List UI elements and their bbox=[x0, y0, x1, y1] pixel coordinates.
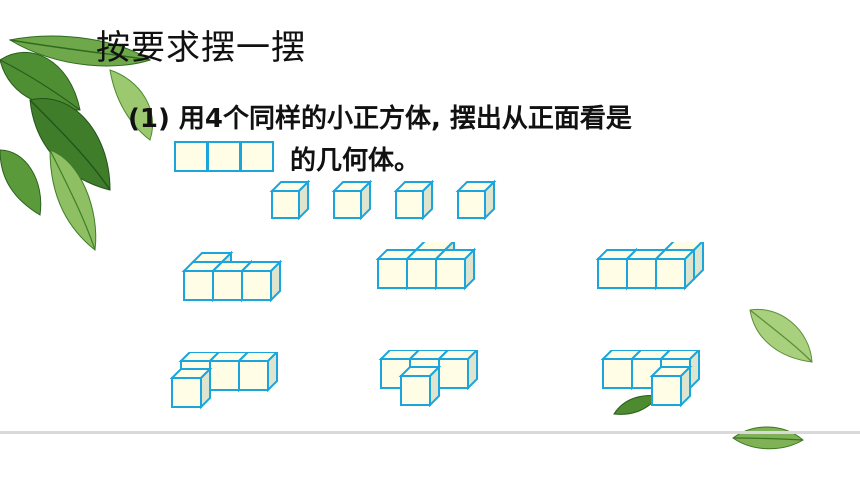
cube-icon bbox=[398, 364, 442, 408]
cube-icon bbox=[239, 259, 283, 303]
model-four-single-cubes bbox=[269, 179, 497, 221]
question-text-continued: 的几何体。 bbox=[290, 146, 421, 176]
cube-icon bbox=[236, 352, 279, 393]
model-row-of-three-back-middle bbox=[375, 242, 477, 291]
cube-icon bbox=[455, 179, 497, 221]
cube-icon bbox=[210, 259, 254, 303]
cube-icon bbox=[169, 366, 213, 410]
cube-icon bbox=[433, 247, 477, 291]
divider bbox=[0, 431, 860, 434]
model-row-of-three-front-middle bbox=[378, 350, 479, 408]
front-view-diagram bbox=[174, 141, 274, 172]
model-row-of-three-back-right bbox=[595, 242, 704, 291]
cube-icon bbox=[331, 179, 373, 221]
model-row-of-three-front-right bbox=[600, 350, 701, 408]
leaf-icon bbox=[749, 308, 813, 363]
cube-icon bbox=[649, 364, 693, 408]
leaf-icon bbox=[732, 426, 804, 450]
question-text: (1) 用4个同样的小正方体, 摆出从正面看是 bbox=[128, 104, 632, 134]
cube-icon bbox=[393, 179, 435, 221]
cube-icon bbox=[269, 179, 311, 221]
cube-icon bbox=[653, 247, 697, 291]
cube-icon bbox=[436, 350, 479, 391]
leaf-cluster-icon bbox=[0, 35, 154, 251]
model-row-of-three-back-left bbox=[181, 250, 283, 303]
model-row-of-three-front-left bbox=[169, 352, 279, 410]
slide-title: 按要求摆一摆 bbox=[96, 28, 306, 68]
